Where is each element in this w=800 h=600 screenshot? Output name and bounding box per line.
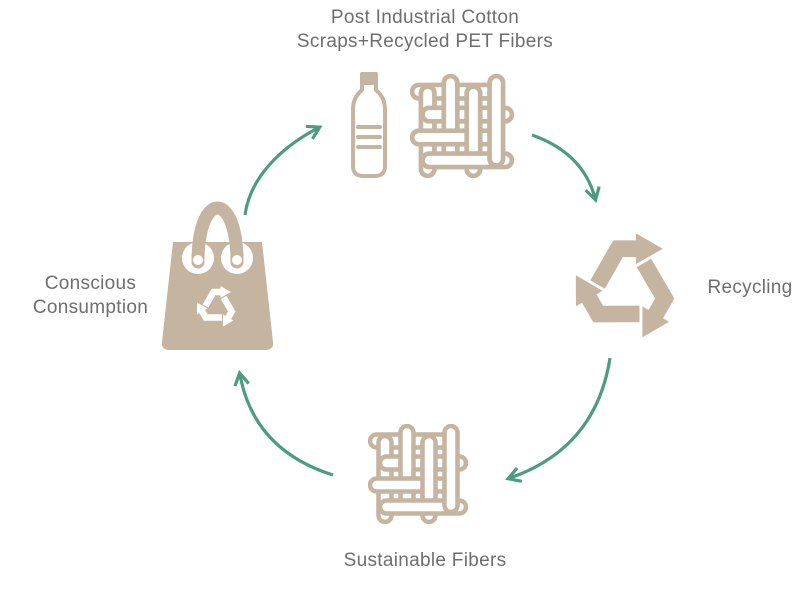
woven-fabric-icon-bottom: [368, 422, 468, 526]
flow-arrow-top-to-right: [531, 133, 601, 204]
flow-arrow-bottom-to-left: [233, 369, 334, 477]
shopping-bag-icon: [161, 201, 274, 350]
node-label-conscious-line1: Conscious: [44, 273, 137, 294]
flow-arrow-right-to-bottom: [505, 357, 612, 483]
node-label-materials-line1: Post Industrial Cotton: [330, 7, 520, 28]
plastic-bottle-icon: [351, 72, 387, 178]
flow-arrow-left-to-top: [243, 124, 323, 216]
node-label-recycling: Recycling: [707, 277, 793, 298]
woven-fabric-icon-top: [410, 72, 514, 180]
node-label-materials-line2: Scraps+Recycled PET Fibers: [296, 31, 554, 52]
node-label-materials: Post Industrial Cotton Scraps+Recycled P…: [225, 6, 625, 54]
node-label-sustainable-fibers: Sustainable Fibers: [343, 550, 507, 571]
recycling-arrows-icon: [563, 218, 691, 346]
node-label-conscious-consumption: Conscious Consumption: [13, 272, 168, 320]
node-label-conscious-line2: Consumption: [32, 297, 149, 318]
